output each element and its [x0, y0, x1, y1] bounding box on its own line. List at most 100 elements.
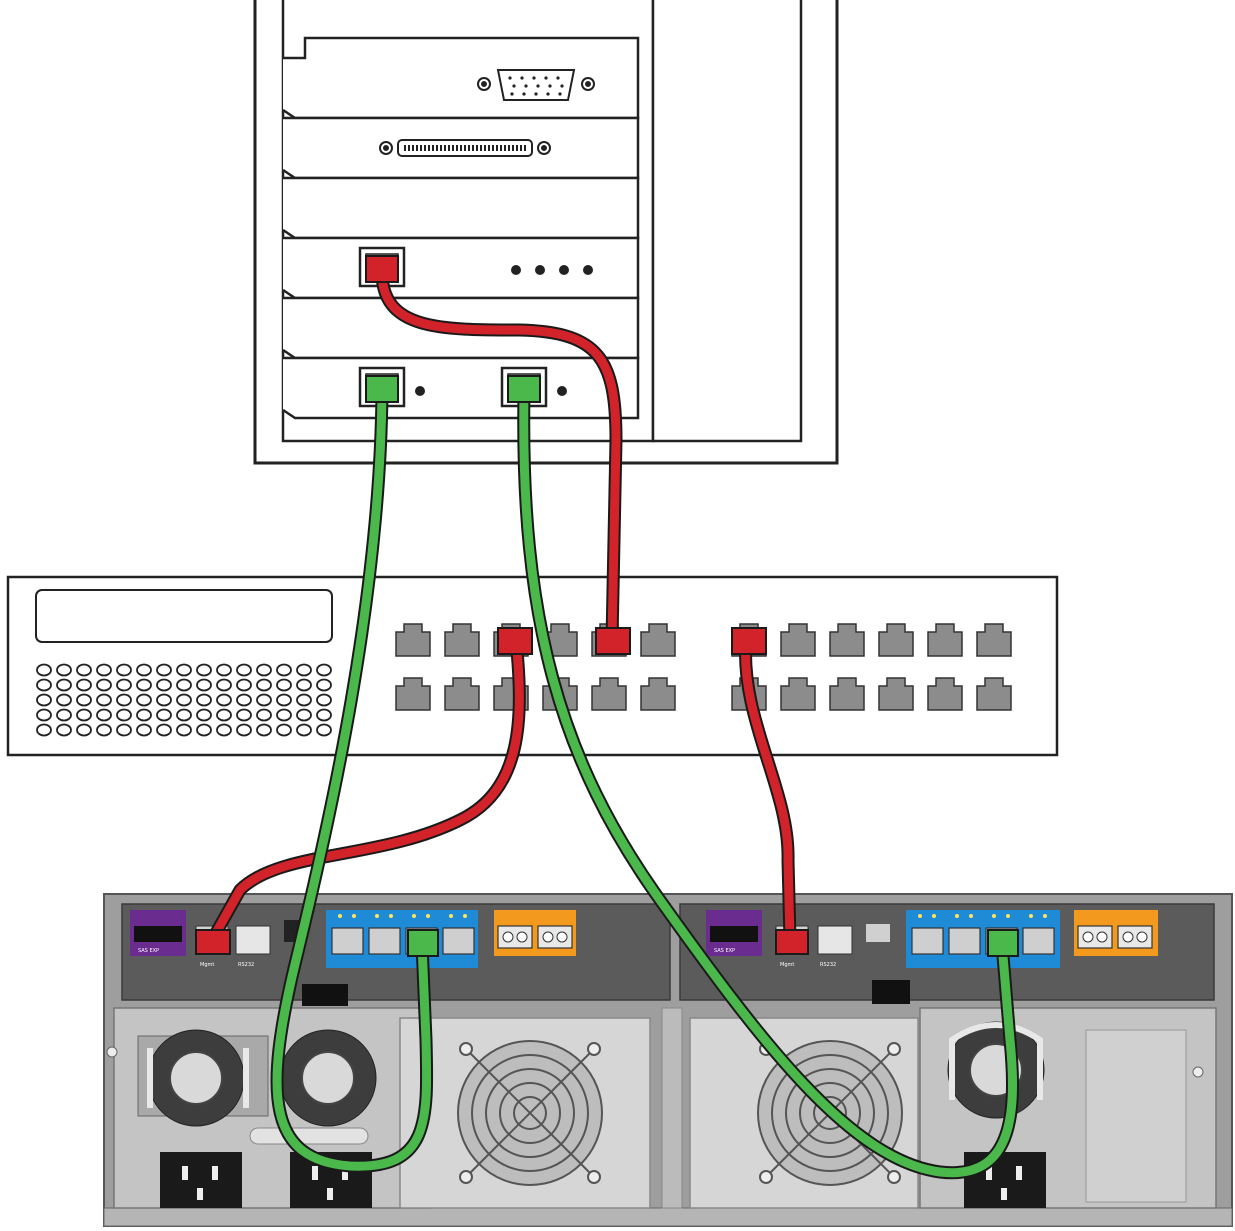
vent-hole: [36, 663, 52, 677]
status-led-icon: [511, 265, 593, 275]
vent-hole: [216, 693, 232, 707]
fan-icon: [457, 1040, 603, 1186]
screw-icon: [1192, 1066, 1204, 1078]
vent-hole: [296, 708, 312, 722]
vent-hole: [296, 663, 312, 677]
fc-port[interactable]: [1117, 925, 1153, 949]
switch-port[interactable]: [395, 623, 431, 657]
iscsi-port[interactable]: [368, 914, 401, 955]
vent-hole: [176, 708, 192, 722]
switch-port[interactable]: [829, 677, 865, 711]
vent-hole: [76, 693, 92, 707]
vent-hole: [296, 693, 312, 707]
switch-port[interactable]: [829, 623, 865, 657]
green-cable[interactable]: [517, 385, 1020, 1180]
fc-port[interactable]: [537, 925, 573, 949]
red-plug: [775, 929, 809, 955]
vent-hole: [116, 708, 132, 722]
vent-hole: [156, 693, 172, 707]
vent-hole: [256, 723, 272, 737]
vent-hole: [296, 723, 312, 737]
red-cable[interactable]: [205, 633, 526, 947]
vent-hole: [36, 693, 52, 707]
vent-hole: [96, 678, 112, 692]
fc-port[interactable]: [1077, 925, 1113, 949]
fc-port[interactable]: [497, 925, 533, 949]
vent-hole: [156, 678, 172, 692]
switch-port[interactable]: [395, 677, 431, 711]
green-cable[interactable]: [270, 385, 434, 1173]
enclosure-bottom-rail: [103, 1207, 1233, 1227]
red-plug: [195, 929, 231, 955]
vent-hole: [56, 708, 72, 722]
switch-port[interactable]: [640, 677, 676, 711]
vent-hole: [136, 708, 152, 722]
serial-port[interactable]: [817, 925, 853, 955]
vent-hole: [116, 693, 132, 707]
green-plug: [407, 929, 439, 957]
green-plug: [987, 929, 1019, 957]
vent-hole: [36, 723, 52, 737]
status-led-icon: [415, 386, 425, 396]
server-side-panel: [651, 0, 803, 443]
reset-switch[interactable]: [302, 984, 348, 1006]
vent-hole: [76, 678, 92, 692]
cables: [205, 265, 1020, 1180]
vent-hole: [196, 708, 212, 722]
vent-hole: [136, 723, 152, 737]
divider: [661, 1007, 683, 1209]
switch-port[interactable]: [444, 623, 480, 657]
serial-port[interactable]: [235, 925, 271, 955]
switch-port[interactable]: [591, 677, 627, 711]
vent-hole: [56, 693, 72, 707]
storage-enclosure: SAS EXP Mgmt RS232 SAS EXP Mgmt RS232: [103, 893, 1233, 1227]
vent-hole: [316, 663, 332, 677]
switch-port[interactable]: [927, 623, 963, 657]
vent-hole: [96, 723, 112, 737]
switch-port[interactable]: [878, 623, 914, 657]
slot-bracket: [282, 356, 640, 420]
psu-handle: [949, 1022, 1043, 1100]
reset-switch[interactable]: [872, 980, 910, 1004]
red-cable[interactable]: [739, 633, 797, 947]
switch-port[interactable]: [780, 677, 816, 711]
vent-hole: [176, 693, 192, 707]
vent-hole: [236, 693, 252, 707]
vent-hole: [96, 693, 112, 707]
vent-hole: [176, 663, 192, 677]
switch-port[interactable]: [444, 677, 480, 711]
server: [253, 0, 839, 465]
switch-port[interactable]: [927, 677, 963, 711]
switch-vent-grille: [36, 663, 332, 737]
vent-hole: [216, 663, 232, 677]
vent-hole: [176, 723, 192, 737]
vent-hole: [216, 723, 232, 737]
vent-hole: [76, 663, 92, 677]
network-switch: [6, 575, 1059, 757]
vent-hole: [56, 678, 72, 692]
iscsi-port[interactable]: [442, 914, 475, 955]
vent-hole: [136, 693, 152, 707]
iscsi-port[interactable]: [331, 914, 364, 955]
serial-label: RS232: [820, 962, 836, 968]
red-cable[interactable]: [375, 265, 623, 647]
switch-port[interactable]: [640, 623, 676, 657]
vent-hole: [76, 723, 92, 737]
vent-hole: [76, 708, 92, 722]
vent-hole: [116, 678, 132, 692]
scsi-port-icon: [379, 139, 551, 157]
switch-label-area: [35, 589, 333, 643]
vent-hole: [196, 678, 212, 692]
switch-port[interactable]: [976, 677, 1012, 711]
iscsi-port[interactable]: [911, 914, 944, 955]
switch-port[interactable]: [878, 677, 914, 711]
usb-port[interactable]: [866, 924, 890, 942]
switch-port[interactable]: [780, 623, 816, 657]
vent-hole: [316, 678, 332, 692]
status-led-icon: [557, 386, 567, 396]
vent-hole: [276, 723, 292, 737]
iscsi-port[interactable]: [948, 914, 981, 955]
iscsi-port[interactable]: [1022, 914, 1055, 955]
switch-port[interactable]: [976, 623, 1012, 657]
